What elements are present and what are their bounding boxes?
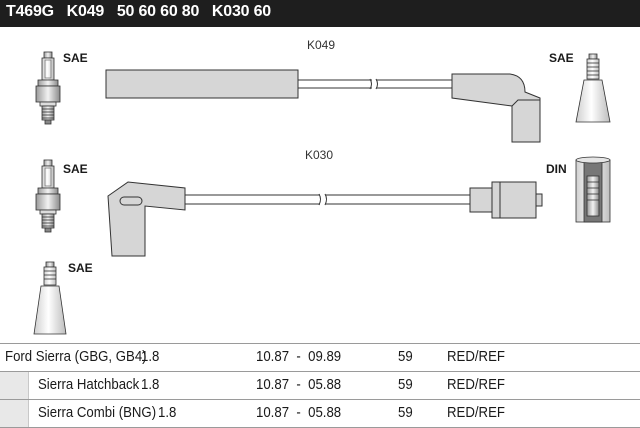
plug-label-sae: SAE (63, 162, 88, 176)
table-row: Ford Sierra (GBG, GB4) 1.8 10.87 - 09.89… (0, 343, 640, 371)
header-title: T469G K049 50 60 60 80 K030 60 (6, 3, 271, 20)
row-count: 59 (398, 348, 413, 365)
din-cap-icon (575, 156, 611, 223)
header-bar: T469G K049 50 60 60 80 K030 60 (0, 0, 640, 27)
cap-label-sae: SAE (549, 51, 574, 65)
row-color: RED/REF (447, 376, 505, 393)
cap-label-din: DIN (546, 162, 567, 176)
wire-code-top: K049 (307, 38, 336, 52)
application-table: Ford Sierra (GBG, GB4) 1.8 10.87 - 09.89… (0, 343, 640, 428)
row-dates: 10.87 - 05.88 (256, 376, 342, 393)
row-engine: 1.8 (141, 348, 160, 365)
row-dates: 10.87 - 09.89 (256, 348, 342, 365)
row-engine: 1.8 (141, 376, 160, 393)
wire-code-bottom: K030 (305, 148, 334, 162)
spark-plug-icon (35, 51, 61, 125)
boot-label-sae: SAE (68, 261, 93, 275)
row-dates: 10.87 - 05.88 (256, 404, 342, 421)
row-indent (0, 400, 29, 427)
sae-cap-icon (575, 53, 611, 123)
row-model: Sierra Combi (BNG) (38, 404, 157, 421)
sae-boot-icon (33, 261, 67, 335)
row-engine: 1.8 (158, 404, 177, 421)
spark-plug-icon (35, 159, 61, 233)
row-model: Ford Sierra (GBG, GB4) (5, 348, 147, 365)
ignition-lead-diagram: K049 K030 SAE SAE SAE SAE DIN (0, 27, 640, 342)
row-count: 59 (398, 404, 413, 421)
row-color: RED/REF (447, 404, 505, 421)
table-row: Sierra Hatchback 1.8 10.87 - 05.88 59 RE… (0, 371, 640, 399)
plug-label-sae: SAE (63, 51, 88, 65)
row-indent (0, 372, 29, 399)
row-model: Sierra Hatchback (38, 376, 140, 393)
row-color: RED/REF (447, 348, 505, 365)
diagram-svg (33, 51, 611, 335)
lead-k049 (105, 69, 541, 143)
lead-k030 (107, 181, 543, 257)
row-count: 59 (398, 376, 413, 393)
